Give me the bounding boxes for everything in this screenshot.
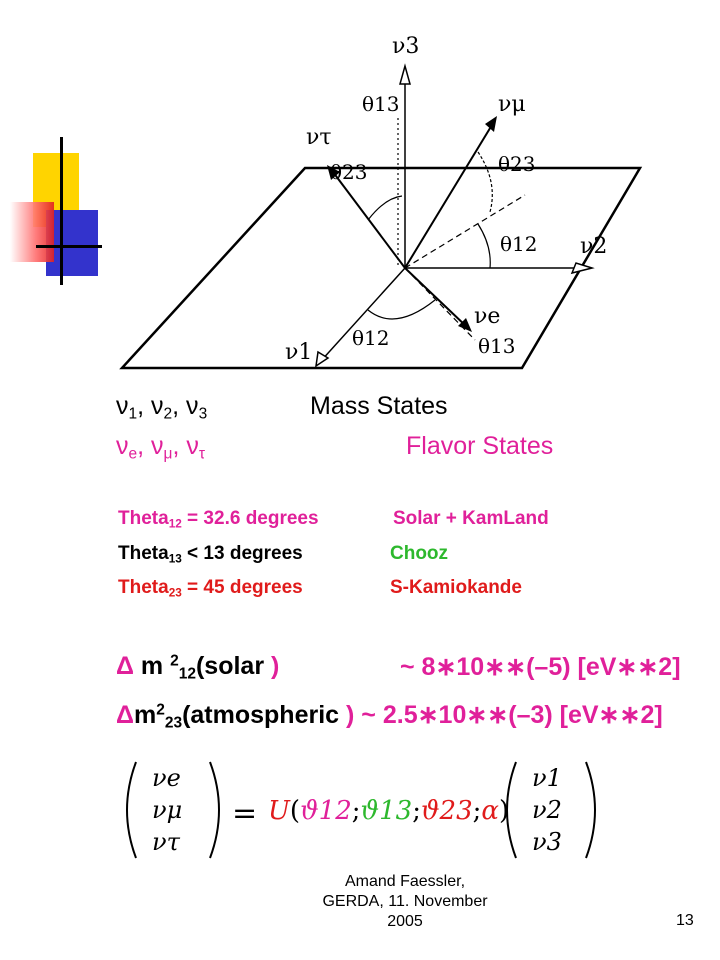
delta-m23-line: Δm223(atmospheric ) ~ 2.5∗10∗∗(–3) [eV∗∗… — [116, 701, 663, 732]
nu1-arrowhead — [315, 350, 330, 368]
theta12-right-label: θ12 — [500, 232, 538, 256]
rhs-nu2: ν2 — [532, 796, 562, 824]
lhs-open-paren — [126, 761, 137, 859]
nu1-axis — [319, 267, 406, 363]
theta23-left-label: θ23 — [330, 160, 368, 184]
decoration-blue-block — [46, 210, 98, 276]
theta23-line: Theta23 = 45 degrees — [118, 577, 303, 600]
rhs-open-paren — [506, 761, 517, 859]
dashed-line-lower — [404, 267, 476, 341]
flavor-states-line: νe, νμ, ντ — [116, 432, 205, 463]
decoration-red-block — [10, 202, 54, 262]
mixing-function: U(ϑ12;ϑ13;ϑ23;α) — [268, 796, 510, 826]
theta23-experiment: S-Kamiokande — [390, 577, 522, 598]
theta23-right-label: θ23 — [498, 152, 536, 176]
nu-mu-axis — [404, 119, 496, 269]
nu2-label: ν2 — [580, 234, 608, 259]
rhs-nu1: ν1 — [532, 764, 562, 792]
mass-plane — [119, 166, 643, 370]
nu3-arrowhead — [399, 63, 411, 85]
nu3-label: ν3 — [392, 34, 420, 59]
theta12-experiment: Solar + KamLand — [393, 508, 549, 529]
dashed-line-upper — [404, 194, 526, 269]
mass-states-line: ν1, ν2, ν3 — [116, 392, 208, 423]
theta23-right-arc — [477, 151, 493, 213]
lhs-nu-tau: ντ — [152, 828, 180, 856]
decoration-vertical-bar — [60, 137, 63, 285]
theta13-top-label: θ13 — [362, 92, 400, 116]
rhs-nu3: ν3 — [532, 828, 562, 856]
theta12-bottom-arc — [367, 299, 436, 320]
decoration-horizontal-bar — [36, 245, 102, 248]
lhs-close-paren — [209, 761, 220, 859]
nu-tau-axis — [329, 167, 406, 269]
theta13-line: Theta13 < 13 degrees — [118, 543, 303, 566]
nu-tau-label: ντ — [306, 125, 332, 150]
theta13-experiment: Chooz — [390, 543, 449, 564]
theta13-bottom-label: θ13 — [478, 334, 516, 358]
nu-tau-arrowhead — [327, 165, 340, 180]
rhs-close-paren — [585, 761, 596, 859]
nu-mu-arrowhead — [485, 116, 497, 132]
theta12-bottom-label: θ12 — [352, 326, 390, 350]
nu-e-label: νe — [474, 304, 501, 329]
nu1-label: ν1 — [285, 340, 313, 365]
lhs-nu-e: νe — [152, 764, 181, 792]
footer-author: Amand Faessler, GERDA, 11. November 2005 — [322, 873, 488, 930]
theta23-left-arc — [367, 195, 403, 221]
delta-m12-line: Δ m 212(solar ) — [116, 652, 280, 683]
theta12-line: Theta12 = 32.6 degrees — [118, 508, 319, 531]
nu-e-arrowhead — [458, 318, 472, 332]
nu2-arrowhead — [570, 262, 595, 275]
equals-sign: = — [232, 796, 258, 831]
lhs-nu-mu: νμ — [152, 796, 183, 824]
nu-mu-label: νμ — [498, 92, 526, 117]
delta-m12-value: ~ 8∗10∗∗(–5) [eV∗∗2] — [400, 653, 681, 681]
page-number: 13 — [676, 912, 694, 929]
flavor-states-label: Flavor States — [406, 432, 554, 460]
mixing-angle-diagram — [119, 63, 643, 370]
mass-states-label: Mass States — [310, 392, 448, 420]
theta12-right-arc — [477, 223, 491, 269]
